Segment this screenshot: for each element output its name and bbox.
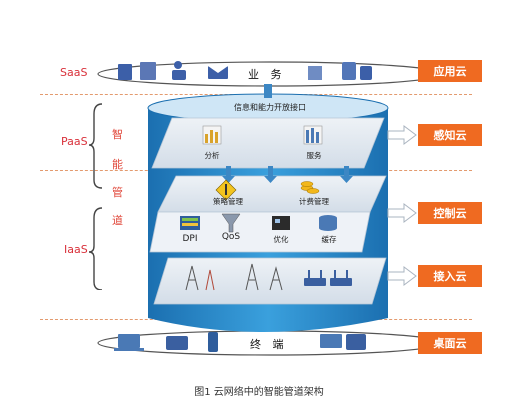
layer-braces xyxy=(88,103,103,290)
business-label: 业 务 xyxy=(248,68,286,81)
desktop-cloud-box: 桌面云 xyxy=(418,332,482,354)
smart-char-1: 智 xyxy=(112,128,123,141)
terminal-label: 终 端 xyxy=(250,338,288,351)
control-cloud-box: 控制云 xyxy=(418,202,482,224)
dpi-label: DPI xyxy=(182,234,198,244)
smart-char-2: 能 xyxy=(112,158,123,171)
business-icons xyxy=(118,61,372,80)
saas-label: SaaS xyxy=(60,66,88,79)
dpi-icon xyxy=(180,216,200,230)
service-label: 服务 xyxy=(306,151,322,160)
application-cloud-box: 应用云 xyxy=(418,60,482,82)
service-icon xyxy=(303,125,323,145)
cloud-arrows xyxy=(387,125,417,286)
optimization-icon xyxy=(272,216,290,230)
figure-caption: 图1 云网络中的智能管道架构 xyxy=(194,387,324,398)
paas-panel xyxy=(151,117,385,169)
smart-char-3: 管 xyxy=(112,186,123,199)
iaas-label: IaaS xyxy=(64,243,88,256)
panel-connectors xyxy=(222,166,353,183)
qos-label: QoS xyxy=(221,232,241,242)
policy-label: 策略管理 xyxy=(213,197,243,206)
qos-icon xyxy=(221,213,241,233)
smart-char-4: 道 xyxy=(112,214,123,227)
router-icons xyxy=(304,270,352,286)
analysis-icon xyxy=(202,125,222,145)
charging-label: 计费管理 xyxy=(299,197,329,206)
paas-label: PaaS xyxy=(61,135,88,148)
iaas-panel xyxy=(149,211,371,253)
cache-label: 缓存 xyxy=(321,235,337,244)
policy-icon xyxy=(215,179,237,201)
optimization-label: 优化 xyxy=(273,235,289,244)
terminal-icons xyxy=(114,332,366,352)
cache-icon xyxy=(319,215,337,231)
top-connector xyxy=(264,84,272,98)
access-cloud-box: 接入云 xyxy=(418,265,482,287)
charging-icon xyxy=(300,181,320,194)
policy-panel xyxy=(157,175,387,213)
analysis-label: 分析 xyxy=(204,151,220,160)
open-interface-label: 信息和能力开放接口 xyxy=(234,103,306,112)
access-panel xyxy=(153,257,387,305)
perception-cloud-box: 感知云 xyxy=(418,124,482,146)
tower-icons xyxy=(185,263,283,291)
